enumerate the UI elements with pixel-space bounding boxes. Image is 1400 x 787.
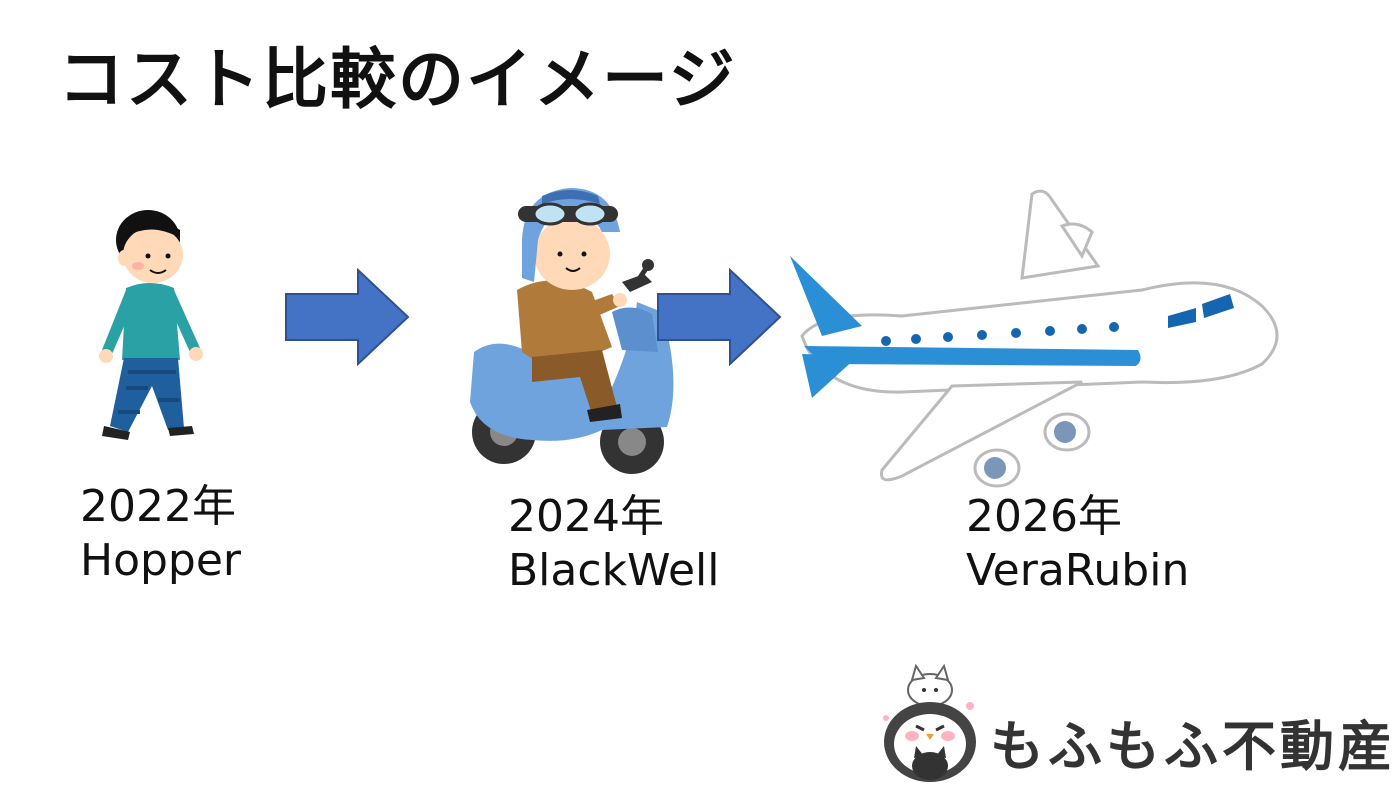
stage-label-verarubin: 2026年 VeraRubin — [966, 490, 1189, 598]
stage-year: 2026年 — [966, 491, 1122, 542]
stage-label-hopper: 2022年 Hopper — [80, 480, 241, 588]
right-arrow-icon — [657, 268, 782, 366]
stage-year: 2024年 — [508, 491, 664, 542]
scooter-rider-icon — [470, 188, 674, 474]
slide-title: コスト比較のイメージ — [58, 41, 737, 118]
stage-name: Hopper — [80, 535, 242, 586]
penguin-cat-mascot-icon — [883, 663, 976, 782]
walking-person-icon — [99, 210, 203, 440]
stage-label-blackwell: 2024年 BlackWell — [508, 490, 720, 598]
logo-text: もふもふ不動産 — [990, 715, 1396, 778]
right-arrow-icon — [285, 268, 410, 366]
stage-name: VeraRubin — [966, 545, 1190, 596]
stage-year: 2022年 — [80, 481, 236, 532]
airplane-icon — [790, 189, 1279, 488]
stage-name: BlackWell — [508, 545, 720, 596]
